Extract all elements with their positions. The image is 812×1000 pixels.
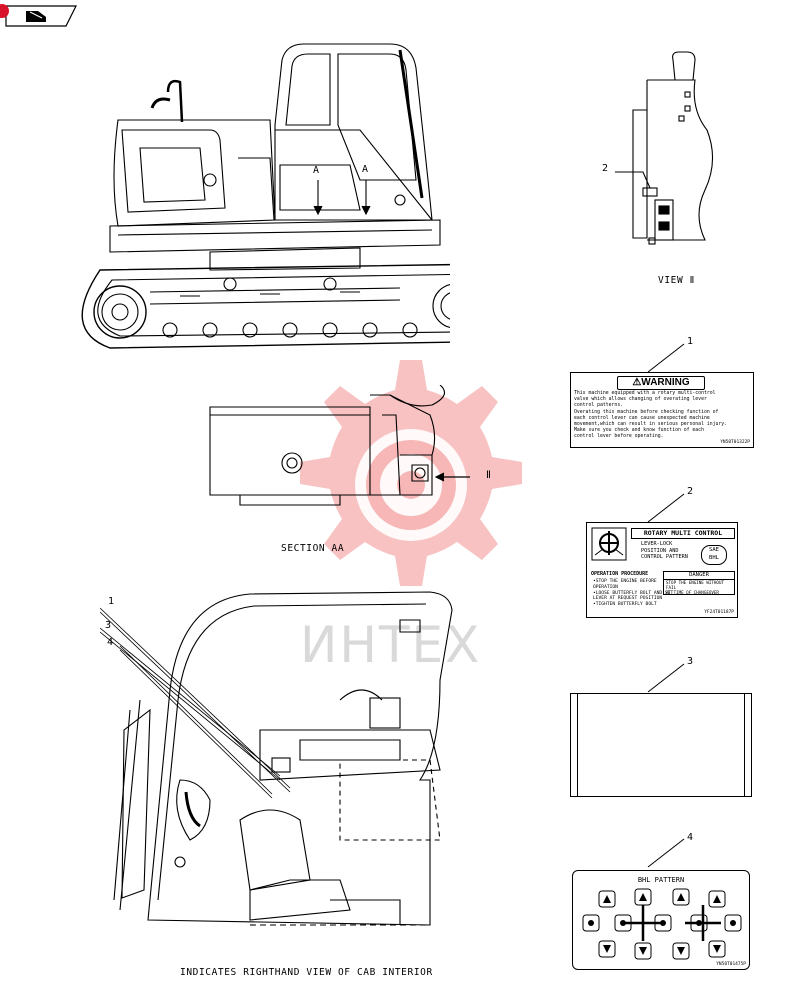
decal-bhl-heading: BHL PATTERN xyxy=(637,876,685,884)
decal-rotary-lever-line-3: CONTROL PATTERN xyxy=(641,554,688,560)
watermark-gear-icon xyxy=(300,360,522,586)
decal-rotary-step-1: •STOP THE ENGINE BEFORE xyxy=(593,579,657,584)
decal-rotary-danger-line-1: STOP THE ENGINE WITHOUT FAIL xyxy=(666,580,724,590)
decal-rotary-code: YF24T01187P xyxy=(704,610,734,615)
cab-callout-1: 1 xyxy=(108,596,115,607)
decal-1-leader xyxy=(647,343,685,373)
decal-4-leader xyxy=(647,838,685,868)
decal-warning-line-1: This machine equipped with a rotary mult… xyxy=(574,391,716,396)
view-ii-caption: VIEW Ⅱ xyxy=(658,275,695,286)
decal-warning-heading: ⚠WARNING xyxy=(617,376,705,390)
decal-rotary-danger-line-2: AT TIME OF CHANGEOVER xyxy=(666,590,719,595)
page-tab xyxy=(0,4,77,27)
decal-3-callout: 3 xyxy=(687,656,694,667)
decal-4-callout: 4 xyxy=(687,832,694,843)
book-icon xyxy=(26,11,46,22)
decal-rotary-lever-line-2: POSITION AND xyxy=(641,547,679,554)
decal-warning-code: YN50T01322P xyxy=(720,440,750,445)
cab-interior-drawing xyxy=(100,591,453,926)
decal-warning-line-6: movement,which can result in serious per… xyxy=(574,422,728,428)
decal-blank-plate xyxy=(570,693,752,797)
red-marker-icon xyxy=(0,4,9,18)
section-marker-right: A xyxy=(362,164,369,175)
decal-warning-line-7: Make sure you check and know function of… xyxy=(574,428,704,434)
decal-rotary-multi-control: ROTARY MULTI CONTROL LEVER-LOCK POSITION… xyxy=(586,522,738,618)
decal-rotary-step-2: •LOOSE BUTTERFLY BOLT AND SET xyxy=(593,590,674,596)
decal-warning-line-4: Overating this machine before checking f… xyxy=(574,409,719,415)
decal-rotary-step-2b: LEVER AT REQUEST POSITION xyxy=(593,596,663,602)
decal-warning-line-5: each control lever can cause unexpected … xyxy=(574,415,710,421)
section-marker-left: A xyxy=(313,165,320,176)
decal-bhl-pattern: BHL PATTERN YN50T01475P xyxy=(572,870,750,970)
decal-2-leader xyxy=(647,493,685,523)
section-aa-caption: SECTION AA xyxy=(281,543,345,554)
section-aa-view-marker: Ⅱ xyxy=(486,470,491,481)
decal-rotary-sae: SAE xyxy=(709,547,719,553)
cab-callout-4: 4 xyxy=(107,637,114,648)
decal-warning-line-3: control patterns. xyxy=(574,403,624,409)
lever-icon xyxy=(591,527,627,561)
decal-rotary-danger-heading: DANGER xyxy=(664,572,734,580)
decal-warning-line-8: control lever before operating. xyxy=(574,434,664,440)
decal-rotary-step-3: •TIGHTEN BUTTERFLY BOLT xyxy=(593,602,657,608)
view-ii-drawing xyxy=(615,51,714,245)
view-ii-callout-2: 2 xyxy=(602,163,609,174)
excavator-side-view xyxy=(81,43,450,349)
decal-rotary-lever-line-1: LEVER-LOCK xyxy=(641,541,673,547)
cab-callout-3: 3 xyxy=(105,620,112,631)
bhl-pattern-diagram xyxy=(582,888,742,960)
decal-rotary-step-1b: OPERATION xyxy=(593,584,618,590)
decal-warning-line-2: valve which allows changing of overating… xyxy=(574,397,707,403)
decal-rotary-procedure-heading: OPERATION PROCEDURE xyxy=(591,571,649,577)
decal-2-callout: 2 xyxy=(687,486,694,497)
decal-3-leader xyxy=(647,663,685,693)
section-aa-drawing xyxy=(209,385,470,506)
decal-warning: ⚠WARNING This machine equipped with a ro… xyxy=(570,372,754,448)
decal-bhl-code: YN50T01475P xyxy=(716,962,746,967)
decal-rotary-bhl: BHL xyxy=(709,555,719,561)
decal-1-callout: 1 xyxy=(687,336,694,347)
cab-interior-caption: INDICATES RIGHTHAND VIEW OF CAB INTERIOR xyxy=(180,967,433,978)
decal-rotary-heading: ROTARY MULTI CONTROL xyxy=(631,528,735,539)
